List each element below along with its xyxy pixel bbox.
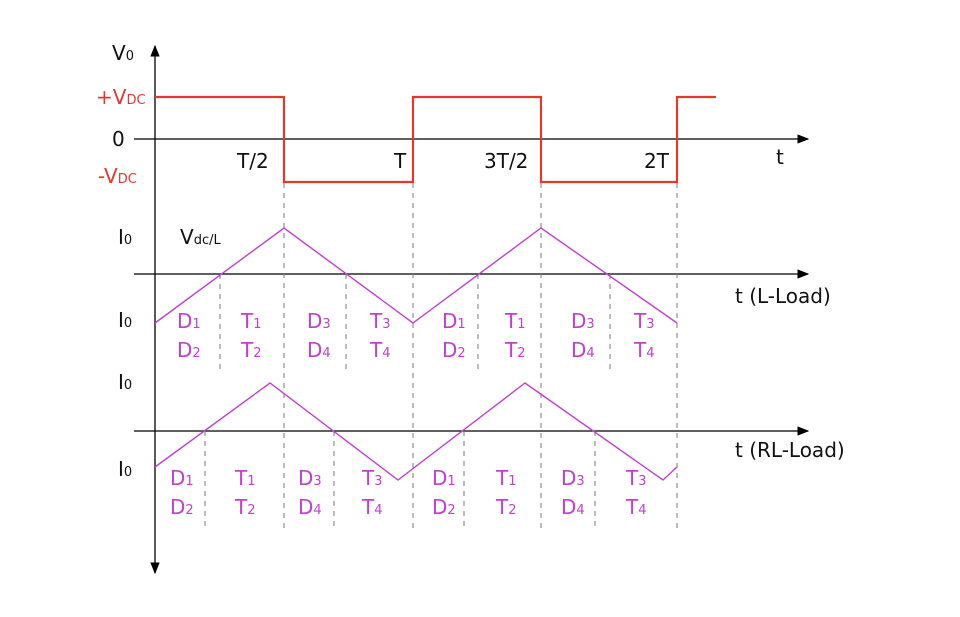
l-load-slope-label: Vdc/L [180, 225, 221, 249]
rl-load-device-r1-2: T1 [234, 466, 256, 490]
l-load-device-r2-3: D4 [307, 338, 331, 362]
l-load-device-r1-5: D1 [442, 309, 466, 333]
rl-load-current-top-label: I0 [118, 370, 132, 394]
l-load-device-r2-6: T2 [504, 338, 526, 362]
rl-load-device-r2-7: D4 [561, 495, 585, 519]
l-load-device-r2-7: D4 [571, 338, 595, 362]
rl-load-device-r2-1: D2 [170, 495, 194, 519]
time-label-2t: 2T [644, 149, 670, 173]
time-label-t: T [393, 149, 407, 173]
l-load-device-r2-1: D2 [177, 338, 201, 362]
l-load-device-r1-8: T3 [633, 309, 655, 333]
rl-load-device-r2-3: D4 [298, 495, 322, 519]
rl-load-t-axis-label: t (RL-Load) [735, 438, 845, 462]
voltage-axis-label: V0 [112, 41, 134, 65]
l-load-current-top-label: I0 [118, 225, 132, 249]
l-load-current-waveform [154, 227, 678, 324]
l-load-device-r1-3: D3 [307, 309, 331, 333]
l-load-device-r1-1: D1 [177, 309, 201, 333]
rl-load-device-r2-6: T2 [495, 495, 517, 519]
rl-load-device-r2-8: T4 [625, 495, 647, 519]
rl-load-device-r2-4: T4 [361, 495, 383, 519]
rl-load-device-r2-2: T2 [234, 495, 256, 519]
l-load-device-r1-4: T3 [369, 309, 391, 333]
l-load-device-r2-4: T4 [369, 338, 391, 362]
rl-load-device-r1-5: D1 [432, 466, 456, 490]
output-voltage-waveform [155, 95, 716, 184]
negative-vdc-label: -VDC [98, 164, 137, 188]
rl-load-device-r1-8: T3 [625, 466, 647, 490]
l-load-device-r2-2: T2 [240, 338, 262, 362]
rl-load-device-r1-1: D1 [170, 466, 194, 490]
l-load-device-r1-6: T1 [504, 309, 526, 333]
rl-load-device-r1-3: D3 [298, 466, 322, 490]
l-load-device-r1-7: D3 [571, 309, 595, 333]
l-load-device-r2-5: D2 [442, 338, 466, 362]
l-load-device-r1-2: T1 [240, 309, 262, 333]
zero-level-label: 0 [112, 127, 125, 151]
l-load-t-axis-label: t (L-Load) [735, 284, 831, 308]
positive-vdc-label: +VDC [96, 85, 146, 109]
rl-load-device-r1-7: D3 [561, 466, 585, 490]
voltage-t-axis-label: t [776, 145, 784, 169]
rl-load-device-r1-4: T3 [361, 466, 383, 490]
time-label-t-half: T/2 [236, 149, 269, 173]
rl-load-current-waveform [154, 382, 678, 481]
l-load-device-r2-8: T4 [633, 338, 655, 362]
time-label-3t-half: 3T/2 [484, 149, 528, 173]
l-load-current-bottom-label: I0 [118, 308, 132, 332]
rl-load-device-r1-6: T1 [495, 466, 517, 490]
dashed-guides [204, 183, 678, 530]
rl-load-current-bottom-label: I0 [118, 457, 132, 481]
rl-load-device-r2-5: D2 [432, 495, 456, 519]
